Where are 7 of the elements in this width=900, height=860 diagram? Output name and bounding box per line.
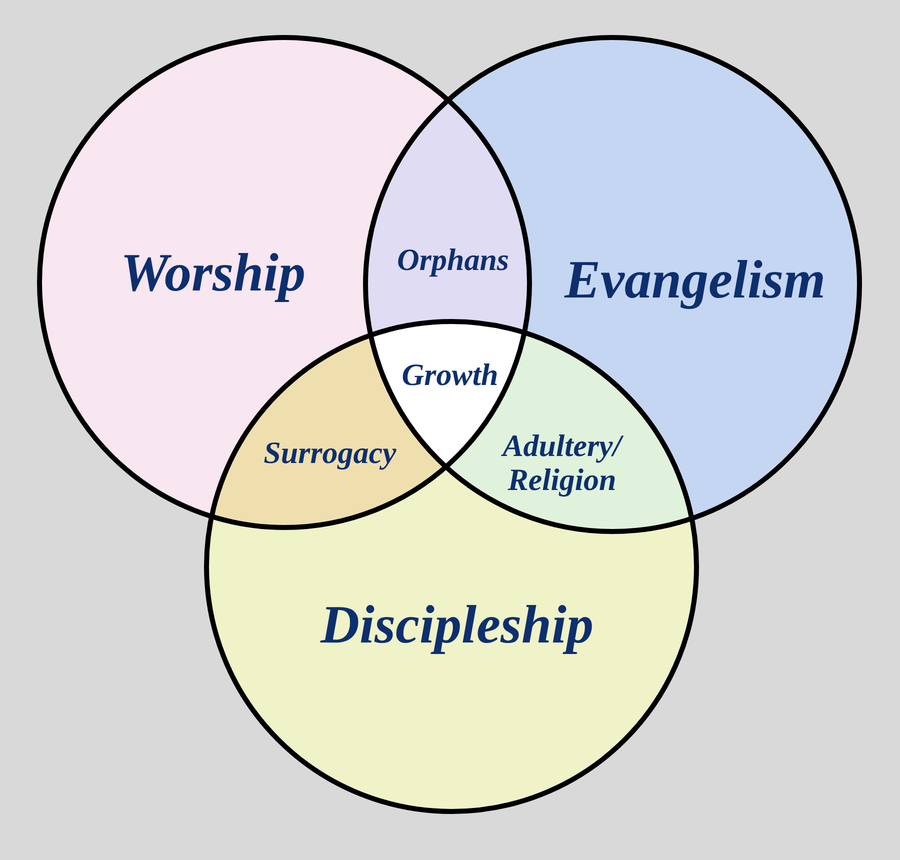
circle-label: Evangelism <box>564 250 826 310</box>
overlap-label: Growth <box>400 358 500 392</box>
overlap-label: Surrogacy <box>262 436 398 470</box>
overlap-label: Orphans <box>396 242 510 278</box>
overlap-label: Adultery/ Religion <box>487 428 637 498</box>
circle-label: Discipleship <box>320 595 594 655</box>
circle-label: Worship <box>120 243 306 303</box>
